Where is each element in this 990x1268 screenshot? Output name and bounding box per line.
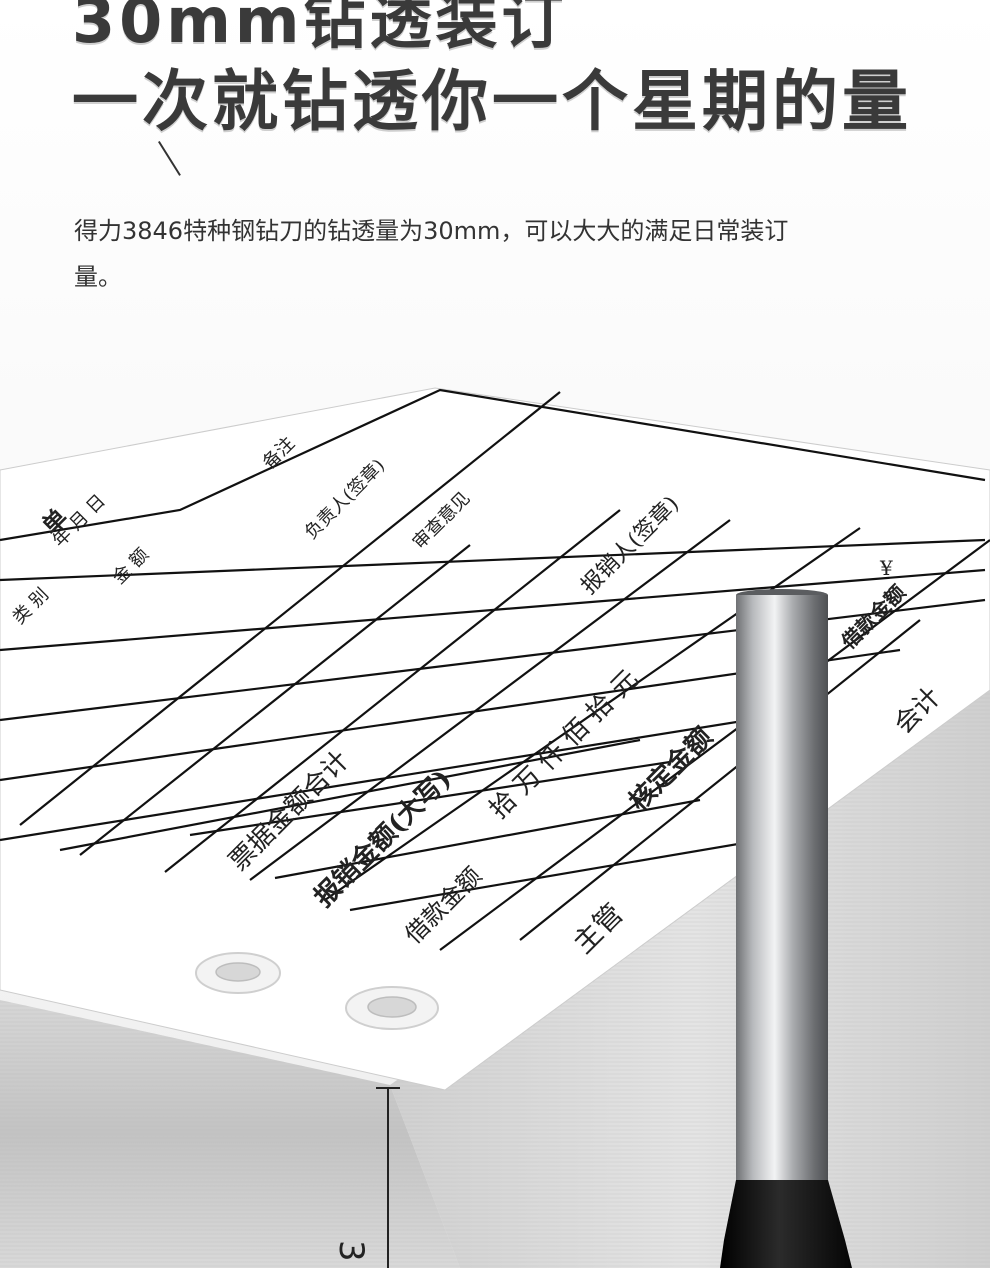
product-description: 得力3846特种钢钻刀的钻透量为30mm，可以大大的满足日常装订量。 [74, 217, 789, 291]
reimbursement-form-sheet [0, 387, 990, 1091]
binding-rivet-icon [195, 952, 281, 994]
drill-bit-icon [720, 589, 852, 1268]
dimension-label: 3 [331, 1240, 371, 1262]
thickness-dimension-marker: 3 [331, 1087, 400, 1268]
form-label-yuan: ¥ [879, 556, 893, 580]
headline-line-1: 30mm钻透装订 [72, 0, 568, 57]
headline-line-2: 一次就钻透你一个星期的量 [72, 63, 912, 140]
binding-rivet-icon [345, 986, 439, 1030]
